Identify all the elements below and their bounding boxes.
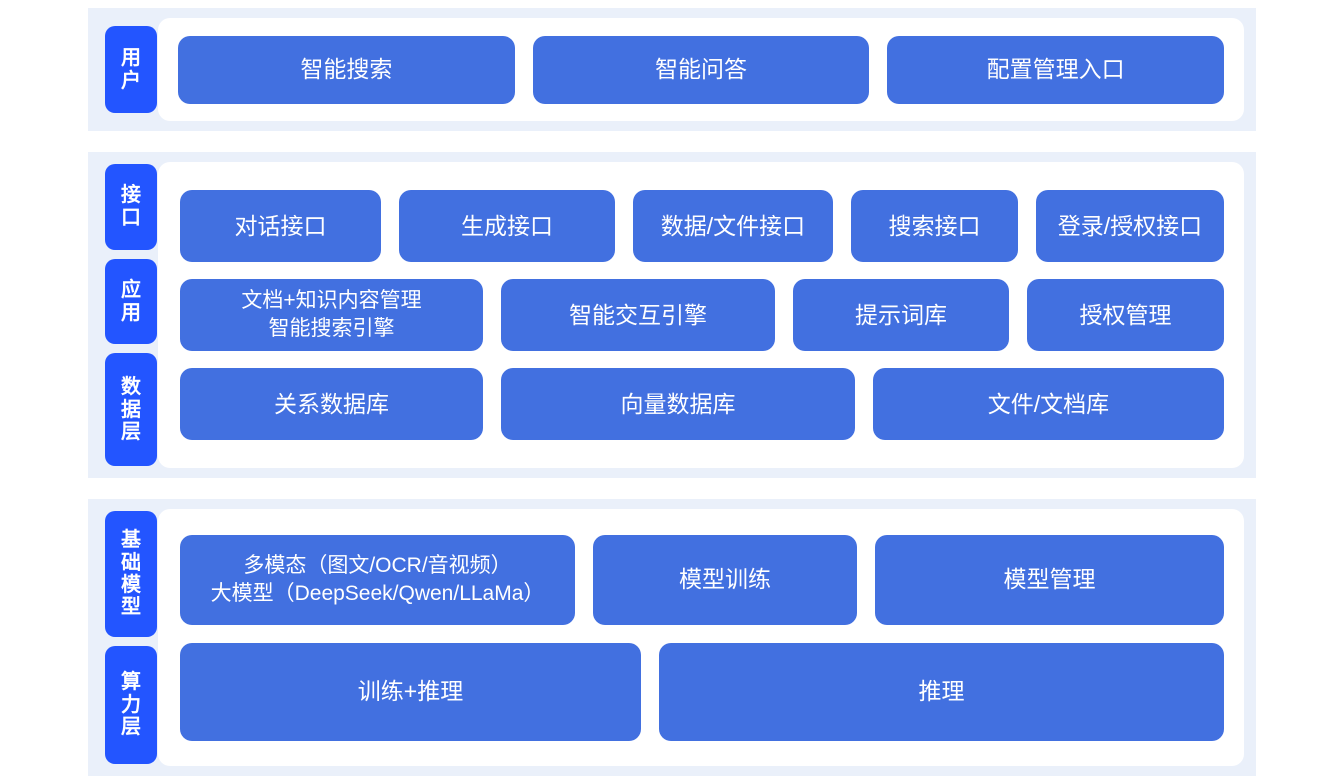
section-base: 基础模型 算力层 多模态（图文/OCR/音视频） 大模型（DeepSeek/Qw… [88,499,1256,776]
layer-label-foundation-model-text: 基础模型 [121,529,141,619]
box-inference[interactable]: 推理 [659,642,1224,741]
box-smart-search[interactable]: 智能搜索 [178,35,515,104]
panel-user: 智能搜索 智能问答 配置管理入口 [158,18,1244,121]
row-data: 关系数据库 向量数据库 文件/文档库 [180,368,1224,440]
layer-label-compute: 算力层 [105,645,157,764]
box-prompt-library[interactable]: 提示词库 [793,279,1009,351]
layer-label-data: 数据层 [105,353,157,466]
box-smart-interaction-engine[interactable]: 智能交互引擎 [501,279,775,351]
layer-label-foundation-model: 基础模型 [105,511,157,637]
box-data-file-api[interactable]: 数据/文件接口 [633,190,833,262]
box-login-auth-api[interactable]: 登录/授权接口 [1036,190,1224,262]
layer-label-interface: 接口 [105,164,157,250]
box-authorization-management[interactable]: 授权管理 [1027,279,1224,351]
section-middle: 接口 应用 数据层 对话接口 生成接口 数据/文件接口 搜索接口 登录/授权接口… [88,152,1256,478]
label-column-user: 用户 [88,8,157,131]
layer-label-interface-text: 接口 [121,184,141,229]
row-application: 文档+知识内容管理 智能搜索引擎 智能交互引擎 提示词库 授权管理 [180,279,1224,351]
box-file-document-store[interactable]: 文件/文档库 [873,368,1224,440]
layer-label-application: 应用 [105,258,157,345]
layer-label-data-text: 数据层 [121,376,141,443]
section-user: 用户 智能搜索 智能问答 配置管理入口 [88,8,1256,131]
label-column-base: 基础模型 算力层 [88,499,157,776]
label-column-middle: 接口 应用 数据层 [88,152,157,478]
panel-middle: 对话接口 生成接口 数据/文件接口 搜索接口 登录/授权接口 文档+知识内容管理… [158,162,1244,468]
row-interface: 对话接口 生成接口 数据/文件接口 搜索接口 登录/授权接口 [180,190,1224,262]
box-dialog-api[interactable]: 对话接口 [180,190,381,262]
box-multimodal-large-model[interactable]: 多模态（图文/OCR/音视频） 大模型（DeepSeek/Qwen/LLaMa） [180,534,575,625]
box-vector-database[interactable]: 向量数据库 [501,368,855,440]
panel-base: 多模态（图文/OCR/音视频） 大模型（DeepSeek/Qwen/LLaMa）… [158,509,1244,766]
layer-label-user-text: 用户 [121,47,141,92]
box-training-inference[interactable]: 训练+推理 [180,642,641,741]
row-compute: 训练+推理 推理 [180,642,1224,741]
box-generation-api[interactable]: 生成接口 [399,190,615,262]
box-doc-knowledge-search-engine[interactable]: 文档+知识内容管理 智能搜索引擎 [180,279,483,351]
box-config-management-entry[interactable]: 配置管理入口 [887,35,1225,104]
layer-label-compute-text: 算力层 [121,671,141,739]
box-model-training[interactable]: 模型训练 [593,534,857,625]
row-model: 多模态（图文/OCR/音视频） 大模型（DeepSeek/Qwen/LLaMa）… [180,534,1224,625]
box-relational-database[interactable]: 关系数据库 [180,368,483,440]
layer-label-user: 用户 [105,26,157,113]
layer-label-application-text: 应用 [121,279,141,324]
box-model-management[interactable]: 模型管理 [875,534,1224,625]
box-search-api[interactable]: 搜索接口 [851,190,1018,262]
row-user-entries: 智能搜索 智能问答 配置管理入口 [178,35,1225,104]
box-smart-qa[interactable]: 智能问答 [532,35,870,104]
